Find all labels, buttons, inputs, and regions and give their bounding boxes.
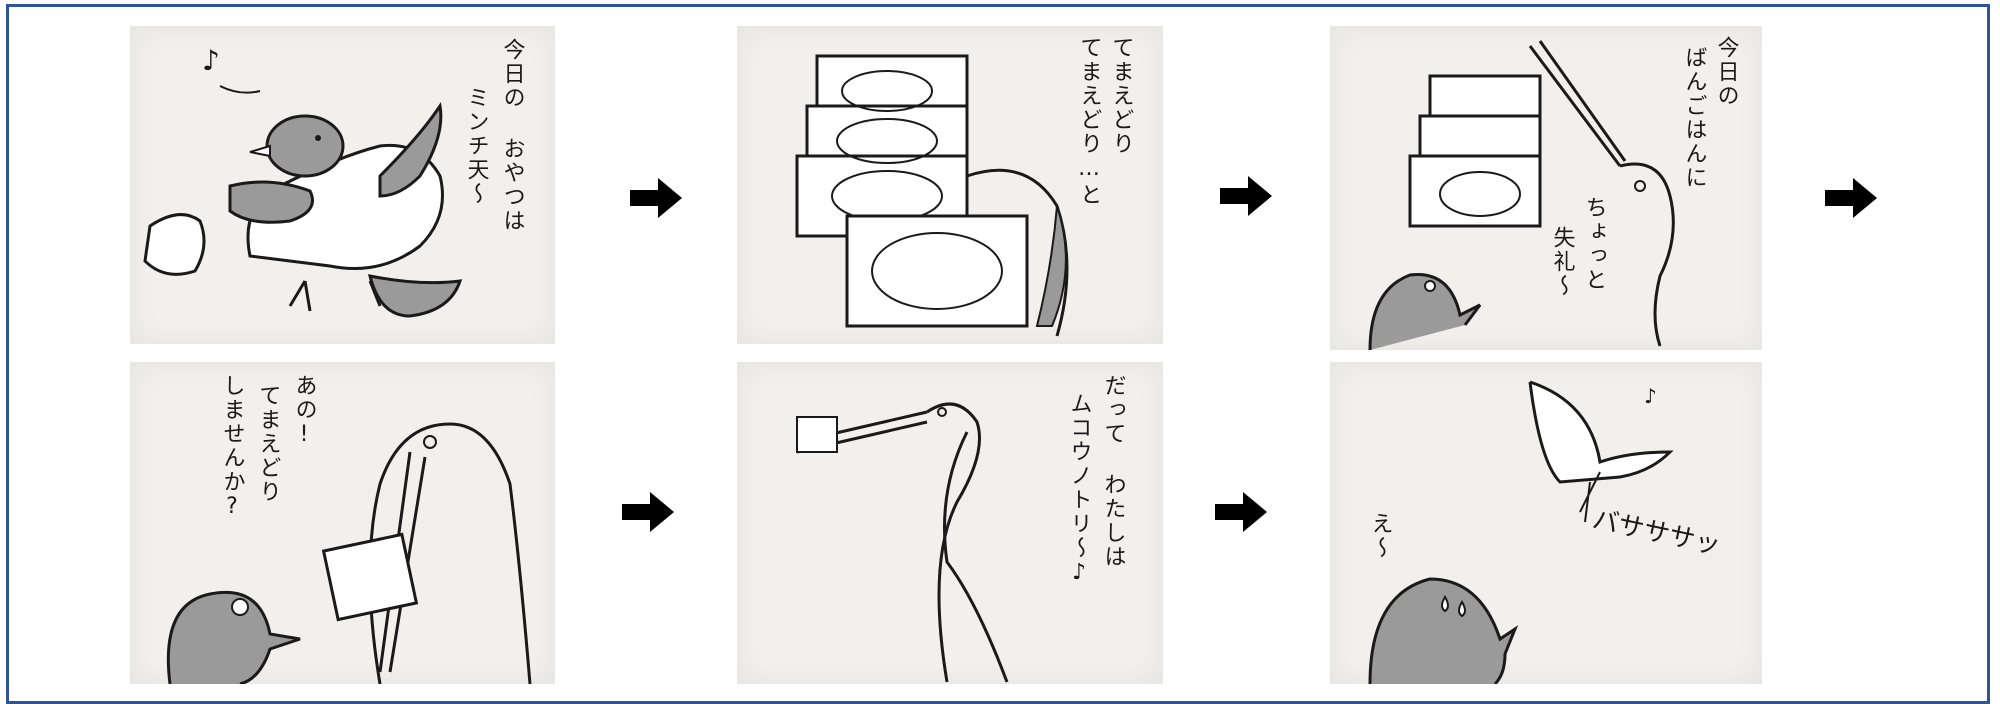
stork-taking-pack-illustration [1368,40,1675,350]
panel-1-caption-1: 今日の おやつは [499,38,525,233]
panel-5-caption-2: ムコウノトリ〜♪ [1066,392,1092,587]
panel-4-caption-3: しませんか? [219,374,245,521]
panel-3-caption-2: ばんごはんに [1681,46,1707,190]
music-note: ♪ [1644,384,1657,408]
panel-2-caption-1: てまえどり [1108,36,1134,156]
panel-4-caption-2: てまえどり [255,384,281,504]
stork-flying-away-illustration [1368,380,1674,684]
pigeon-asking-stork-illustration [166,422,532,684]
panel-5-caption-1: だって わたしは [1100,374,1126,569]
menchikatsu-packs-illustration [795,54,1069,337]
arrow-right-icon [1215,492,1267,532]
arrow-right-icon [622,492,674,532]
panel-1: ♪ 今日の おやつは ミンチ天〜 [130,26,555,344]
panel-4-caption-1: あの! [291,374,317,449]
panel-3: 今日の ばんごはんに ちょっと 失礼〜 [1330,26,1762,350]
panel-2: てまえどり てまえどり…と [737,26,1163,344]
panel-2-caption-2: てまえどり…と [1076,36,1102,207]
stork-holding-pack-illustration [796,402,1009,683]
arrow-right-icon [630,178,682,218]
panel-3-aside-2: 失礼〜 [1549,226,1575,298]
arrow-right-icon [1220,176,1272,216]
arrow-right-icon [1825,178,1877,218]
panel-6-left-text: え〜 [1367,512,1393,560]
panel-1-caption-2: ミンチ天〜 [463,86,489,206]
panel-6: ♪ え〜 バサササッ [1330,362,1762,684]
music-note: ♪ [202,44,220,77]
panel-3-caption-1: 今日の [1713,36,1739,108]
panel-3-aside-1: ちょっと [1581,196,1607,292]
pigeon-flying-illustration [143,85,463,318]
panel-5: だって わたしは ムコウノトリ〜♪ [737,362,1163,684]
panel-4: あの! てまえどり しませんか? [130,362,555,684]
